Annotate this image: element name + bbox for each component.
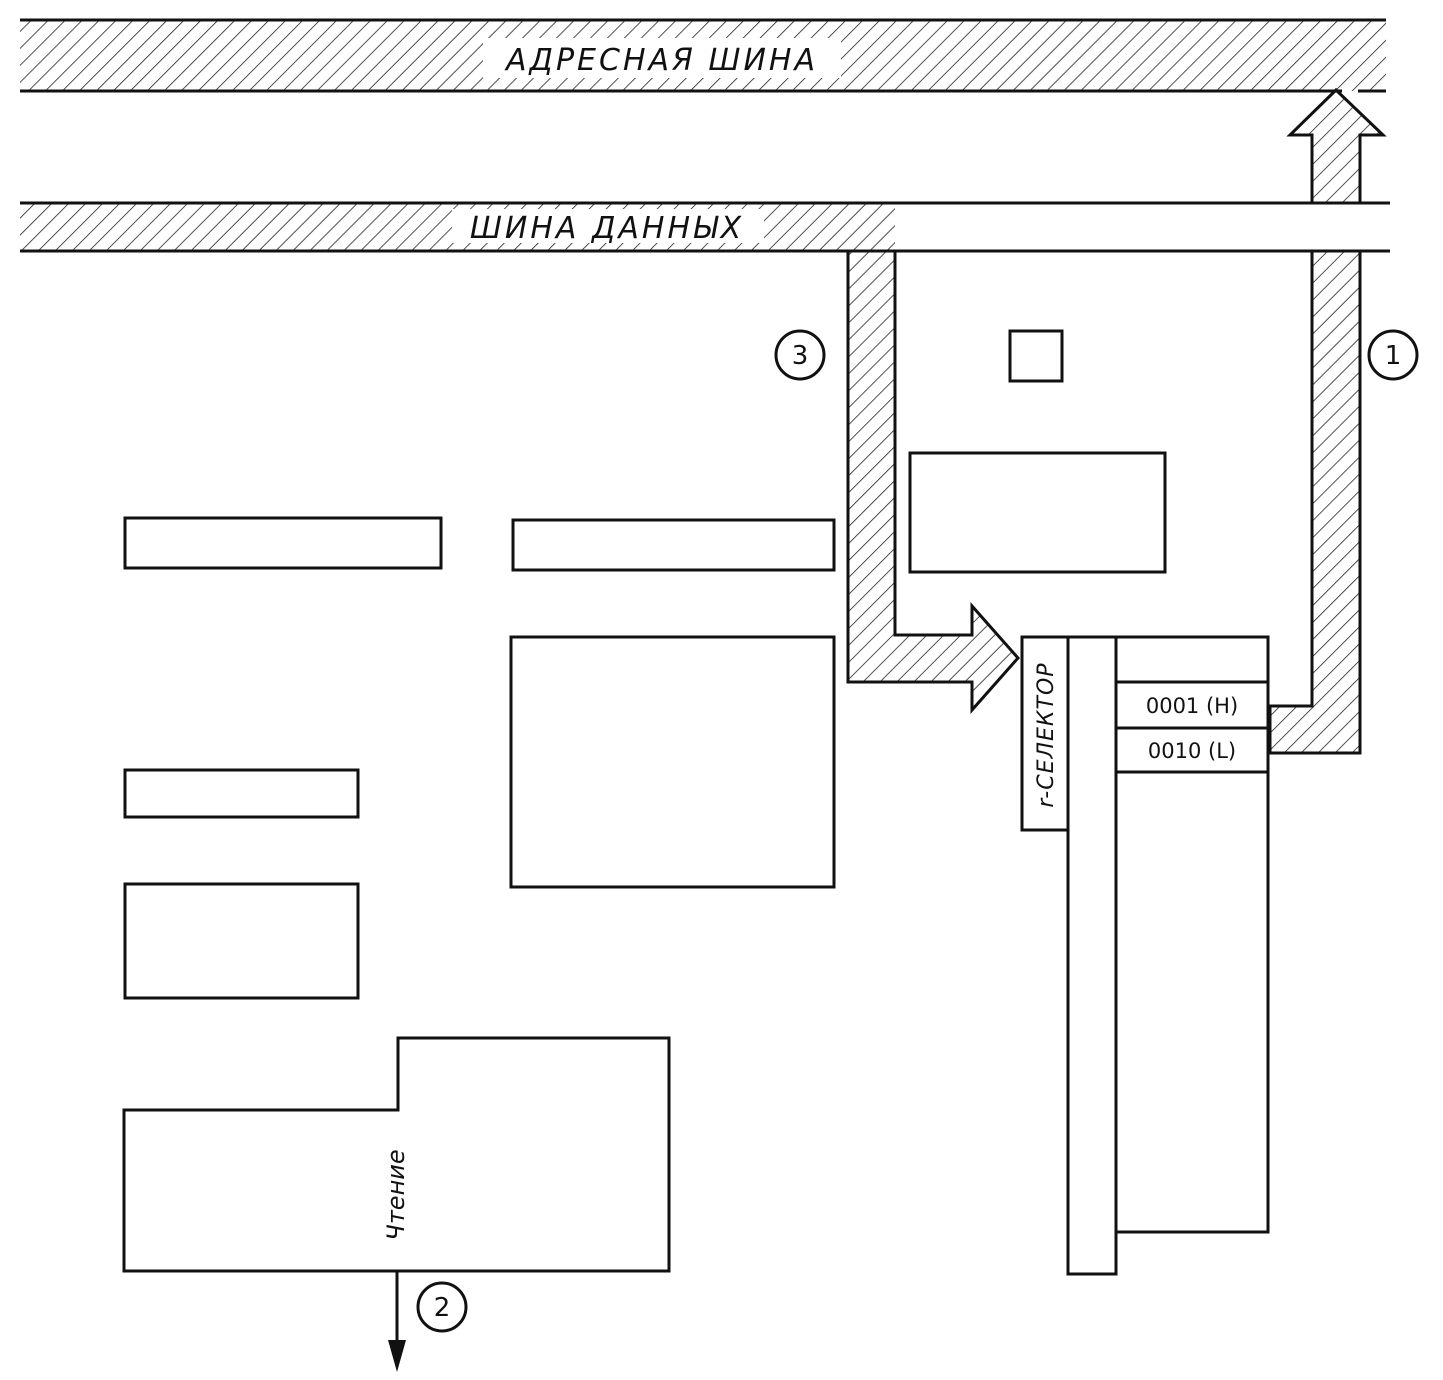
address-bus: [20, 18, 1386, 93]
step-2-label: 2: [434, 1293, 451, 1323]
step-1-label: 1: [1385, 341, 1402, 371]
step-3-circle: [774, 329, 826, 381]
path-3-data-to-selector: [846, 249, 1021, 714]
control-unit-block: [122, 1036, 671, 1273]
block-mid-large: [509, 635, 836, 889]
block-left-medium: [123, 882, 360, 1000]
selector-label-box: [1020, 635, 1070, 832]
register-high-label: 0001 (H): [1146, 694, 1238, 718]
register-low-label: 0010 (L): [1148, 739, 1236, 763]
block-right-upper: [908, 451, 1167, 574]
data-bus-label: ШИНА ДАННЫХ: [470, 211, 744, 246]
selector-column: [1066, 635, 1118, 1276]
data-bus: [20, 201, 1390, 253]
block-left-bar-1: [123, 516, 443, 570]
address-bus-label: АДРЕСНАЯ ШИНА: [504, 43, 818, 78]
step-2-circle: [416, 1281, 468, 1333]
step-3-label: 3: [792, 341, 809, 371]
selector-label: r-СЕЛЕКТОР: [1034, 662, 1059, 807]
register-file: [1114, 635, 1270, 1234]
read-signal-arrow: [388, 1271, 406, 1372]
read-signal-label: Чтение: [382, 1149, 410, 1240]
block-mid-bar: [511, 518, 836, 572]
step-1-circle: [1367, 329, 1419, 381]
block-left-bar-2: [123, 768, 360, 819]
path-1-registers-to-address-bus: [1268, 87, 1387, 755]
small-square-block: [1008, 329, 1064, 383]
